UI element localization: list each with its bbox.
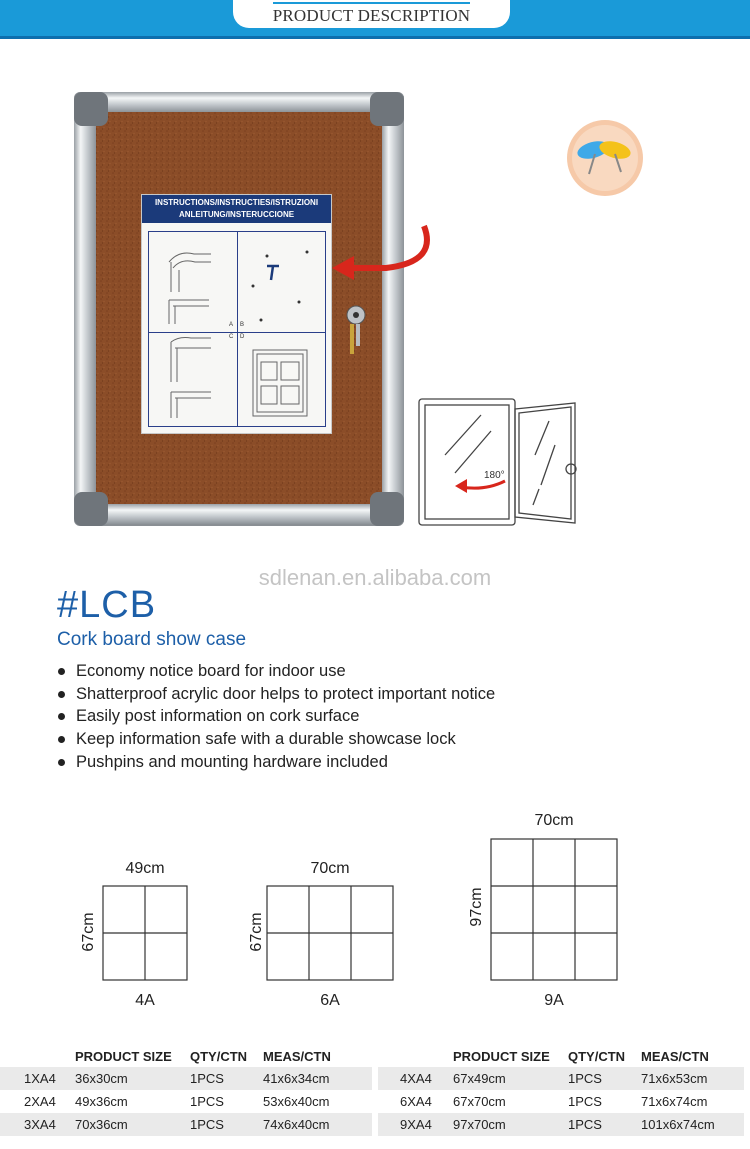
spec-size-cell: 67x70cm — [453, 1094, 506, 1109]
layout-6a-name: 6A — [320, 992, 340, 1009]
instruction-sheet: INSTRUCTIONS/INSTRUCTIES/ISTRUZIONI ANLE… — [141, 194, 332, 434]
feature-item: Economy notice board for indoor use — [58, 660, 495, 683]
instruction-sketches — [168, 250, 309, 418]
layout-4a-height: 67cm — [80, 912, 97, 952]
spec-header-cell — [0, 1045, 75, 1067]
instruction-heading-line1: INSTRUCTIONS/INSTRUCTIES/ISTRUZIONI — [154, 198, 319, 207]
feature-item: Pushpins and mounting hardware included — [58, 751, 495, 774]
page-title: PRODUCT DESCRIPTION — [272, 6, 471, 25]
spec-meas-cell: 101x6x74cm — [641, 1113, 744, 1136]
table-row: 6XA4 67x70cm 1PCS 71x6x74cm — [378, 1090, 744, 1113]
product-name: Cork board show case — [57, 629, 247, 650]
spec-model-cell: 2XA4 — [24, 1094, 56, 1109]
spec-header-cell: QTY/CTN — [190, 1048, 248, 1064]
spec-size-cell: 70x36cm — [75, 1113, 190, 1136]
layout-6a-grid — [266, 885, 394, 981]
spec-model-cell: 1XA4 — [0, 1067, 75, 1090]
door-angle-label: 180° — [484, 470, 505, 481]
table-row: 2XA4 49x36cm 1PCS 53x6x40cm — [0, 1090, 372, 1113]
spec-header-cell: MEAS/CTN — [641, 1048, 709, 1064]
spec-table-right: PRODUCT SIZE QTY/CTN MEAS/CTN 4XA4 67x49… — [378, 1045, 744, 1136]
table-row: 3XA4 70x36cm 1PCS 74x6x40cm — [0, 1113, 372, 1136]
spec-header-cell: PRODUCT SIZE — [75, 1048, 172, 1064]
layout-9a-grid — [490, 838, 618, 981]
spec-header-row: PRODUCT SIZE QTY/CTN MEAS/CTN — [0, 1045, 372, 1067]
spec-model-cell: 9XA4 — [378, 1113, 453, 1136]
feature-text: Pushpins and mounting hardware included — [76, 752, 388, 771]
feature-text: Economy notice board for indoor use — [76, 662, 346, 680]
spec-header-cell: QTY/CTN — [568, 1048, 626, 1064]
spec-size-cell: 49x36cm — [75, 1094, 128, 1109]
bullet-icon — [58, 758, 65, 766]
spec-header-cell — [378, 1045, 453, 1067]
panel-label-a: A — [229, 322, 234, 328]
panel-label-b: B — [240, 322, 245, 328]
instruction-grid-hline — [149, 332, 325, 333]
model-number: #LCB — [57, 584, 157, 626]
bullet-icon — [58, 668, 65, 675]
spec-size-cell: 36x30cm — [75, 1067, 190, 1090]
feature-text: Easily post information on cork surface — [76, 707, 360, 726]
panel-label-c: C — [229, 334, 234, 340]
spec-qty-cell: 1PCS — [568, 1113, 641, 1136]
instruction-grid-vline — [237, 232, 238, 426]
feature-text: Shatterproof acrylic door helps to prote… — [76, 684, 496, 703]
spec-qty-cell: 1PCS — [568, 1067, 641, 1090]
spec-size-cell: 97x70cm — [453, 1113, 568, 1136]
spec-qty-cell: 1PCS — [568, 1094, 602, 1109]
bullet-icon — [58, 690, 65, 698]
instruction-grid: A B C D — [148, 231, 326, 427]
header-underline — [0, 36, 750, 39]
spec-meas-cell: 74x6x40cm — [263, 1113, 372, 1136]
spec-meas-cell: 41x6x34cm — [263, 1067, 372, 1090]
watermark: sdlenan.en.alibaba.com — [258, 565, 492, 590]
spec-meas-cell: 71x6x74cm — [641, 1094, 708, 1109]
header-tab: PRODUCT DESCRIPTION — [233, 0, 510, 28]
pushpin-icon — [567, 120, 643, 196]
feature-list: Economy notice board for indoor use Shat… — [58, 660, 495, 773]
spec-qty-cell: 1PCS — [190, 1113, 263, 1136]
layout-9a-name: 9A — [544, 992, 564, 1009]
spec-model-cell: 3XA4 — [0, 1113, 75, 1136]
feature-item: Shatterproof acrylic door helps to prote… — [58, 683, 495, 706]
header-tab-accent — [273, 2, 470, 4]
spec-qty-cell: 1PCS — [190, 1094, 224, 1109]
table-row: 9XA4 97x70cm 1PCS 101x6x74cm — [378, 1113, 744, 1136]
layout-4a-width: 49cm — [125, 860, 165, 877]
spec-header-cell: MEAS/CTN — [263, 1048, 331, 1064]
layout-4a-name: 4A — [135, 992, 155, 1009]
spec-meas-cell: 53x6x40cm — [263, 1094, 330, 1109]
table-row: 4XA4 67x49cm 1PCS 71x6x53cm — [378, 1067, 744, 1090]
spec-header-cell: PRODUCT SIZE — [453, 1048, 550, 1064]
layout-4a-grid — [102, 885, 188, 981]
layout-9a-width: 70cm — [534, 812, 574, 829]
feature-item: Keep information safe with a durable sho… — [58, 728, 495, 751]
spec-header-row: PRODUCT SIZE QTY/CTN MEAS/CTN — [378, 1045, 744, 1067]
spec-model-cell: 6XA4 — [400, 1094, 432, 1109]
bullet-icon — [58, 736, 65, 744]
panel-label-d: D — [240, 334, 245, 340]
spec-model-cell: 4XA4 — [378, 1067, 453, 1090]
feature-item: Easily post information on cork surface — [58, 705, 495, 728]
table-row: 1XA4 36x30cm 1PCS 41x6x34cm — [0, 1067, 372, 1090]
instruction-sheet-header: INSTRUCTIONS/INSTRUCTIES/ISTRUZIONI ANLE… — [142, 195, 331, 223]
spec-size-cell: 67x49cm — [453, 1067, 568, 1090]
red-arrow-icon — [332, 224, 430, 280]
door-open-diagram — [418, 398, 577, 526]
instruction-heading-line2: ANLEITUNG/INSTERUCCIONE — [178, 210, 295, 219]
spec-meas-cell: 71x6x53cm — [641, 1067, 744, 1090]
layout-6a-width: 70cm — [310, 860, 350, 877]
spec-table-left: PRODUCT SIZE QTY/CTN MEAS/CTN 1XA4 36x30… — [0, 1045, 372, 1136]
feature-text: Keep information safe with a durable sho… — [76, 730, 456, 749]
layout-6a-height: 67cm — [248, 912, 265, 952]
layout-9a-height: 97cm — [468, 887, 485, 927]
spec-qty-cell: 1PCS — [190, 1067, 263, 1090]
bullet-icon — [58, 713, 65, 721]
